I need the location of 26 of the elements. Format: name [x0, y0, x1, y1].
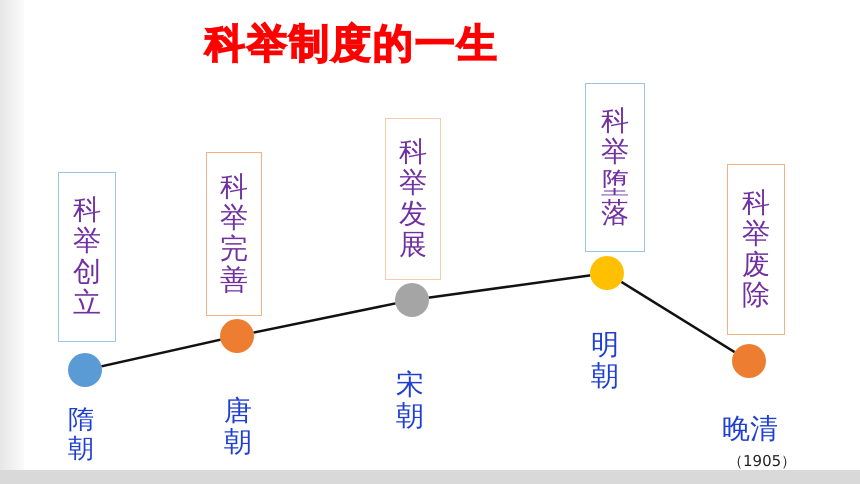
dynasty-label: 隋朝 [68, 406, 94, 464]
dynasty-label: 宋朝 [396, 370, 424, 432]
stage-text: 科举发展 [399, 137, 427, 261]
timeline-dot [220, 319, 254, 353]
timeline-dot [395, 283, 429, 317]
dynasty-label: 明朝 [591, 330, 619, 392]
stage-box [58, 172, 116, 342]
stage-text: 科举完善 [220, 172, 248, 296]
timeline-line [253, 302, 396, 334]
title: 科举制度的一生 [205, 20, 499, 69]
timeline-line [101, 338, 221, 368]
stage-box [727, 164, 785, 335]
timeline-dot [590, 256, 624, 290]
stage-text: 科举堕落 [601, 106, 629, 230]
year-label: （1905） [728, 452, 796, 470]
stage-box [206, 152, 262, 316]
timeline-line [428, 274, 590, 299]
stage-text: 科举废除 [742, 188, 770, 312]
dynasty-label: 晚清 [722, 412, 778, 446]
dynasty-label: 唐朝 [224, 396, 252, 458]
timeline-line [620, 280, 736, 354]
timeline-dot [732, 344, 766, 378]
stage-box [585, 83, 645, 252]
stage-text: 科举创立 [73, 195, 101, 319]
timeline-dot [68, 353, 102, 387]
stage-box [385, 118, 441, 280]
